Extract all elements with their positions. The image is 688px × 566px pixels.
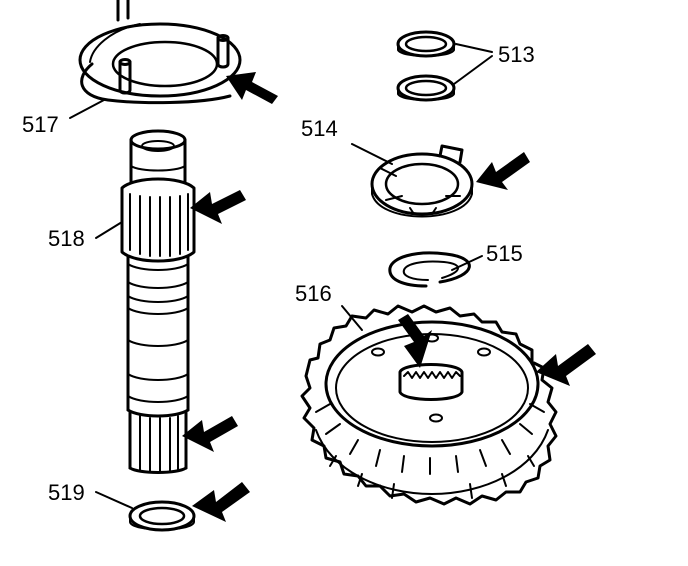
thrust-plate-517	[69, 0, 242, 119]
arrow-icon	[536, 344, 596, 386]
arrow-icon	[190, 190, 246, 224]
callout-516: 516	[295, 281, 332, 306]
gear-516	[300, 304, 558, 506]
output-shaft-518	[95, 129, 196, 474]
callout-514: 514	[301, 116, 338, 141]
snap-rings-513	[396, 30, 493, 102]
arrow-icon	[182, 416, 238, 452]
arrow-icon	[226, 72, 278, 104]
split-ring-515	[388, 251, 483, 288]
callout-517: 517	[22, 112, 59, 137]
callout-515: 515	[486, 241, 523, 266]
callout-519: 519	[48, 480, 85, 505]
callout-513: 513	[498, 42, 535, 67]
callout-518: 518	[48, 226, 85, 251]
locating-ring-514	[351, 143, 474, 218]
arrow-icon	[476, 152, 530, 190]
arrow-icon	[192, 482, 250, 522]
washer-519	[95, 491, 196, 532]
indicator-arrows	[182, 72, 596, 522]
arrow-icon	[398, 314, 432, 368]
